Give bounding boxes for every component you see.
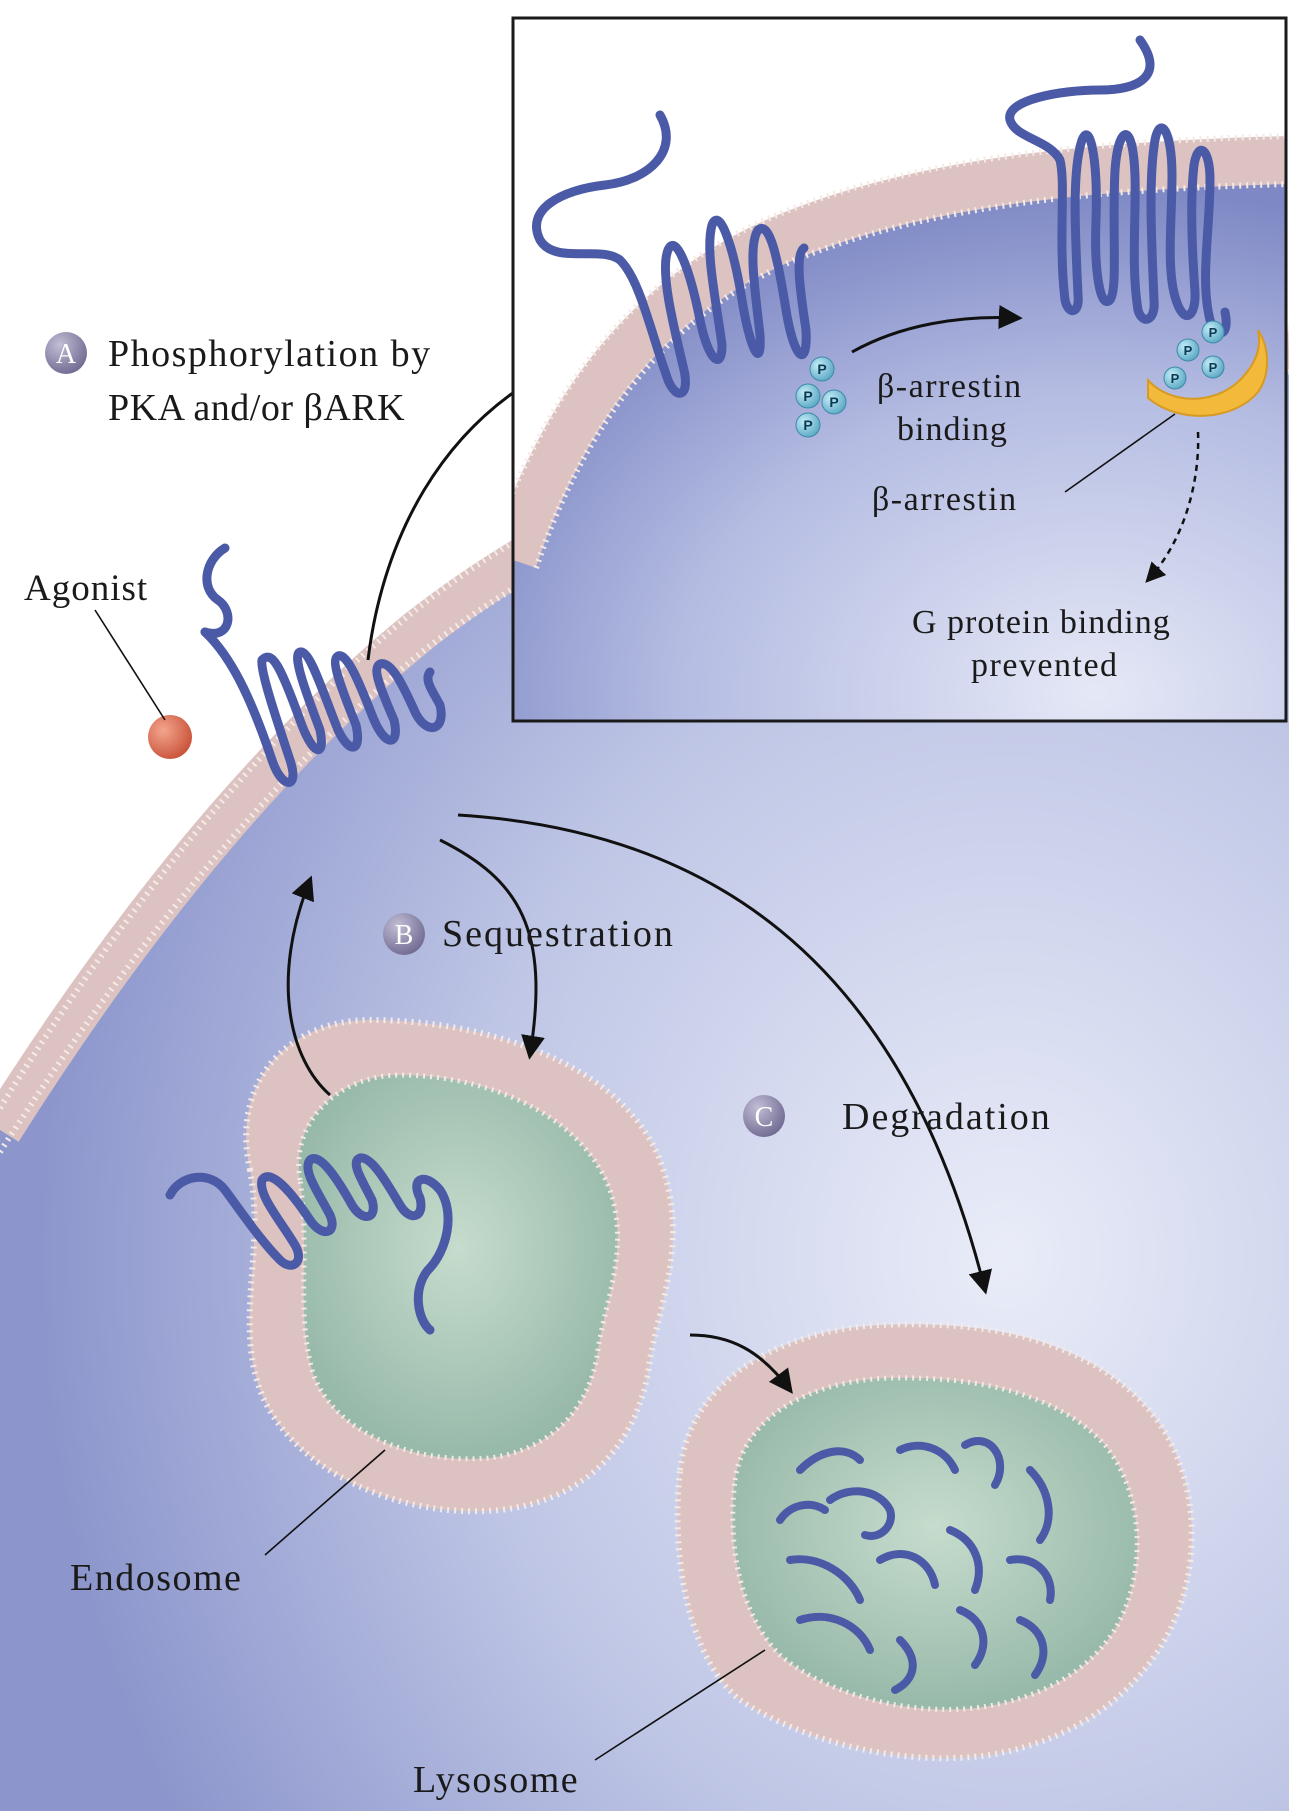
receptor-n-terminus [205,548,228,633]
leader-agonist [95,610,165,720]
label-agonist: Agonist [24,568,148,609]
label-degradation: Degradation [842,1096,1052,1138]
label-arrestin: β-arrestin [872,481,1018,518]
label-arrestin-binding-line1: β-arrestin [877,368,1023,405]
label-gprotein-line1: G protein binding [912,604,1171,641]
label-phosphorylation-line2: PKA and/or βARK [108,387,405,429]
label-lysosome: Lysosome [413,1759,579,1801]
phosphate-label: P [1171,371,1180,386]
step-b-marker: B [383,913,425,955]
step-a-marker: A [45,332,87,374]
step-c-letter: C [755,1102,774,1133]
step-a-letter: A [56,339,77,370]
phosphate-label: P [1209,325,1218,340]
phosphate-label: P [817,361,826,377]
label-phosphorylation-line1: Phosphorylation by [108,333,432,375]
phosphate-label: P [803,417,812,433]
label-sequestration: Sequestration [442,913,675,955]
phosphate-label: P [803,388,812,404]
label-endosome: Endosome [70,1557,242,1599]
step-b-letter: B [395,920,414,951]
lysosome-lumen [733,1378,1137,1710]
step-c-marker: C [743,1095,785,1137]
label-gprotein-line2: prevented [971,647,1119,684]
agonist-ligand [148,715,192,759]
lysosome [678,1324,1192,1758]
label-arrestin-binding-line2: binding [897,411,1008,448]
phosphate-label: P [1209,360,1218,375]
phosphate-label: P [829,394,838,410]
phosphate-label: P [1184,343,1193,358]
